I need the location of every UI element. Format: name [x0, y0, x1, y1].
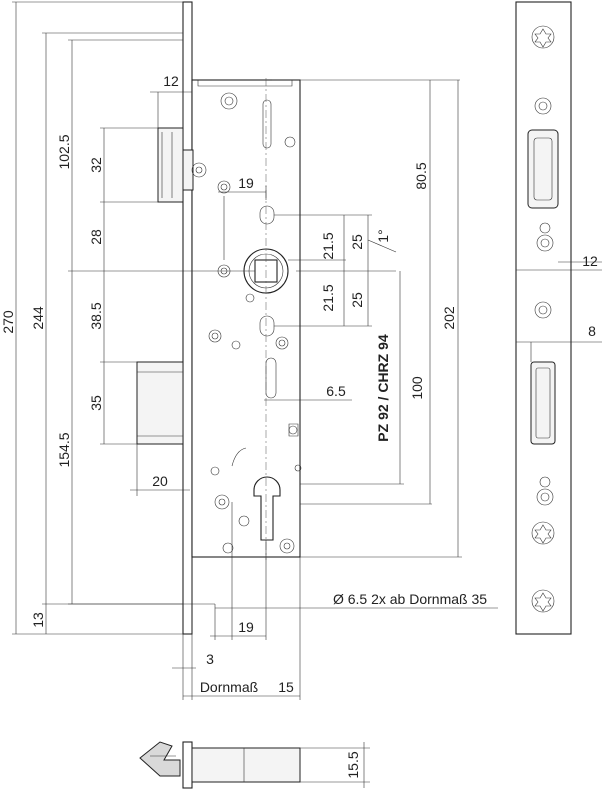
dim-21-5-a: 21.5	[320, 232, 336, 259]
dim-15-5: 15.5	[345, 751, 361, 778]
dim-20: 20	[152, 473, 168, 489]
dim-25-b: 25	[349, 292, 365, 308]
faceplate-front: 12 8	[515, 1, 602, 635]
front-view	[136, 1, 302, 635]
dead-bolt	[136, 361, 184, 445]
dim-270: 270	[0, 310, 16, 334]
dim-15: 15	[278, 679, 294, 695]
case-top-edge	[197, 80, 293, 87]
dim-19-top: 19	[238, 175, 254, 191]
dim-angle-1: 1°	[375, 229, 391, 242]
lever-detail	[231, 447, 247, 467]
dim-154-5: 154.5	[56, 432, 72, 467]
dim-backset-label: Dornmaß	[200, 679, 258, 695]
hole-note: Ø 6.5 2x ab Dornmaß 35	[333, 591, 487, 607]
dim-28: 28	[88, 229, 104, 245]
dim-80-5: 80.5	[413, 162, 429, 189]
latch-opening	[527, 129, 559, 209]
dim-faceplate-8: 8	[588, 323, 596, 339]
dim-faceplate-12: 12	[582, 253, 598, 269]
faceplate-side	[182, 1, 193, 635]
dim-38-5: 38.5	[88, 302, 104, 329]
top-slot	[262, 99, 272, 149]
section-view: 15.5	[139, 741, 370, 789]
case-dimensions: 19 21.5 25 21.5 25 1° 80.5 202 100 6.5 1…	[172, 79, 498, 700]
dim-102-5: 102.5	[56, 134, 72, 169]
torx-screw-icon	[531, 25, 555, 613]
cylinder-note: PZ 92 / CHRZ 94	[375, 334, 391, 442]
dim-25-a: 25	[349, 234, 365, 250]
torx-screw-icon	[208, 92, 302, 554]
bolt-opening	[530, 361, 556, 445]
dim-100: 100	[409, 376, 425, 400]
dim-32: 32	[88, 157, 104, 173]
lock-case	[191, 79, 301, 558]
round-screw-icon	[534, 97, 554, 506]
dim-19-bottom: 19	[238, 619, 254, 635]
dim-13: 13	[30, 612, 46, 628]
dim-3: 3	[206, 651, 214, 667]
dim-12-top: 12	[163, 73, 179, 89]
latch-bolt	[157, 127, 207, 203]
dim-35: 35	[88, 395, 104, 411]
dim-6-5: 6.5	[326, 383, 346, 399]
lever-detail-2	[288, 423, 299, 437]
left-dimensions: 270 244 102.5 154.5 32 28 38.5 35 13 12 …	[0, 1, 255, 635]
dim-244: 244	[30, 306, 46, 330]
dim-21-5-b: 21.5	[320, 284, 336, 311]
cylinder-cutout	[253, 476, 281, 541]
dim-202: 202	[441, 306, 457, 330]
